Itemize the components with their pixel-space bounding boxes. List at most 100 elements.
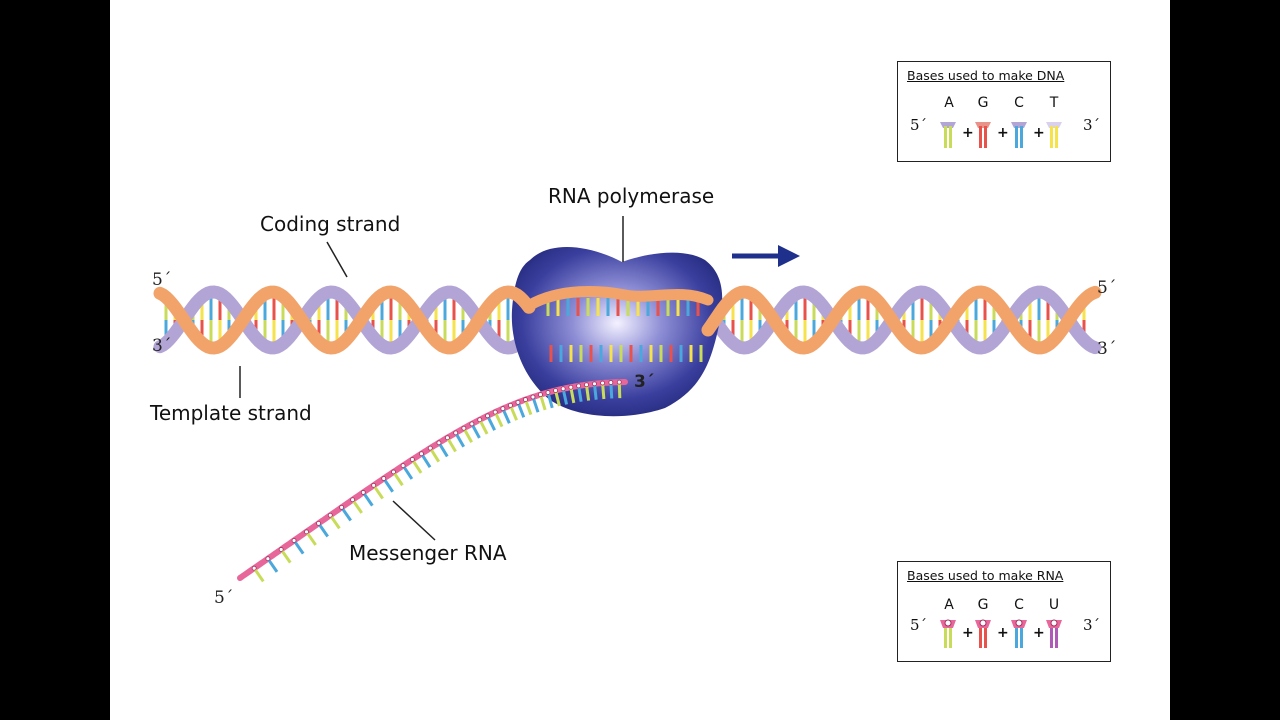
rna-box-three-prime: 3´: [1083, 616, 1101, 634]
mrna-phosphate: [508, 403, 513, 408]
dna-plus-1: +: [962, 125, 974, 141]
mrna-phosphate: [409, 457, 415, 462]
rna-polymerase-label: RNA polymerase: [548, 184, 715, 208]
dna-box-three-prime: 3´: [1083, 116, 1101, 134]
mrna-phosphate: [419, 451, 424, 457]
dna-bases-box: Bases used to make DNA 5´ 3´ A G C T + +…: [897, 61, 1111, 162]
rna-plus-1: +: [962, 625, 974, 641]
mrna-phosphate: [584, 382, 589, 388]
mrna-phosphate: [391, 469, 396, 475]
messenger-rna-strand: [237, 379, 628, 583]
mrna-base: [546, 392, 554, 409]
mrna-phosphate: [400, 463, 406, 469]
template-strand-label: Template strand: [150, 401, 312, 425]
mrna-phosphate: [530, 394, 536, 400]
mrna-phosphate: [278, 547, 284, 552]
dna-nucleotide-g-icon: [975, 122, 991, 148]
mrna-base: [292, 539, 305, 555]
mrna-base: [454, 432, 465, 448]
left-five-prime-end: 5´: [152, 270, 172, 290]
dna-base-a-label: A: [944, 95, 954, 111]
coding-strand: [153, 285, 1102, 355]
mrna-phosphate: [545, 390, 551, 395]
mrna-phosphate: [350, 497, 356, 503]
mrna-phosphate: [523, 397, 528, 402]
coding-strand-label: Coding strand: [260, 212, 401, 236]
mrna-base: [539, 394, 547, 411]
right-five-prime-end: 5´: [1097, 278, 1117, 298]
mrna-base: [329, 514, 341, 530]
rna-nucleotide-c-icon: [1011, 619, 1027, 648]
rna-bases-box: Bases used to make RNA 5´ 3´ A G C U + +…: [897, 561, 1111, 662]
mrna-base: [446, 436, 457, 453]
mrna-phosphate: [616, 379, 622, 385]
mrna-phosphate: [485, 413, 490, 419]
mrna-phosphate: [339, 504, 345, 510]
rna-nucleotide-icons: [940, 619, 1062, 648]
messenger-rna-leader: [392, 500, 436, 541]
rna-plus-3: +: [1033, 625, 1045, 641]
mrna-base: [305, 530, 317, 546]
mrna-phosphate: [600, 380, 605, 386]
mrna-base: [554, 390, 561, 407]
mrna-base: [617, 382, 622, 399]
dna-nucleotide-icons: [940, 122, 1062, 148]
diagram-canvas: RNA polymerase Coding strand Template st…: [110, 0, 1170, 720]
mrna-phosphate: [304, 529, 309, 535]
mrna-base: [524, 399, 533, 416]
mrna-base: [279, 548, 292, 564]
mrna-phosphate: [371, 482, 377, 488]
mrna-phosphate: [469, 421, 475, 427]
mrna-phosphate: [436, 440, 442, 446]
mrna-phosphate: [560, 386, 566, 392]
mrna-base: [462, 427, 473, 443]
mrna-base: [362, 491, 374, 507]
messenger-rna-label: Messenger RNA: [349, 541, 507, 565]
mrna-base: [501, 408, 511, 424]
transcription-illustration: [153, 216, 1102, 583]
mrna-three-prime-end: 3´: [634, 372, 655, 392]
mrna-phosphate: [477, 417, 483, 423]
mrna-phosphate: [568, 384, 574, 390]
mrna-phosphate: [453, 430, 459, 436]
mrna-phosphate: [608, 380, 614, 385]
mrna-phosphate: [251, 565, 257, 571]
mrna-five-prime-end: 5´: [214, 588, 234, 608]
mrna-base: [486, 415, 496, 431]
mrna-base: [437, 442, 449, 458]
rna-nucleotide-g-icon: [975, 619, 991, 648]
mrna-base: [340, 506, 352, 522]
dna-plus-3: +: [1033, 125, 1045, 141]
dna-base-c-label: C: [1014, 95, 1024, 111]
mrna-base: [252, 567, 265, 583]
mrna-base: [592, 383, 598, 400]
dna-nucleotide-c-icon: [1011, 122, 1027, 148]
mrna-base: [266, 557, 279, 573]
mrna-base: [509, 404, 518, 421]
mrna-phosphate: [291, 538, 297, 543]
mrna-base: [478, 419, 489, 435]
rna-base-a-label: A: [944, 597, 954, 613]
rna-bases-title: Bases used to make RNA: [907, 568, 1064, 583]
dna-plus-2: +: [997, 125, 1009, 141]
mrna-phosphate: [360, 490, 366, 495]
direction-arrow: [732, 245, 800, 267]
mrna-phosphate: [492, 409, 498, 415]
mrna-base: [493, 411, 504, 428]
rna-base-g-label: G: [977, 597, 989, 613]
left-three-prime-end: 3´: [152, 336, 172, 356]
right-three-prime-end: 3´: [1097, 339, 1117, 359]
mrna-base: [372, 484, 384, 500]
dna-nucleotide-a-icon: [940, 122, 956, 148]
coding-strand-leader: [326, 241, 348, 278]
mrna-phosphate: [327, 512, 333, 518]
mrna-base: [411, 458, 423, 474]
rna-base-c-label: C: [1014, 597, 1024, 613]
dna-base-t-label: T: [1049, 95, 1059, 111]
dna-bases-title: Bases used to make DNA: [907, 68, 1065, 83]
mrna-base: [584, 384, 591, 401]
bubble-coding-strand: [524, 286, 714, 311]
mrna-phosphate: [592, 381, 597, 387]
mrna-base: [429, 447, 441, 463]
mrna-phosphate: [553, 388, 558, 393]
